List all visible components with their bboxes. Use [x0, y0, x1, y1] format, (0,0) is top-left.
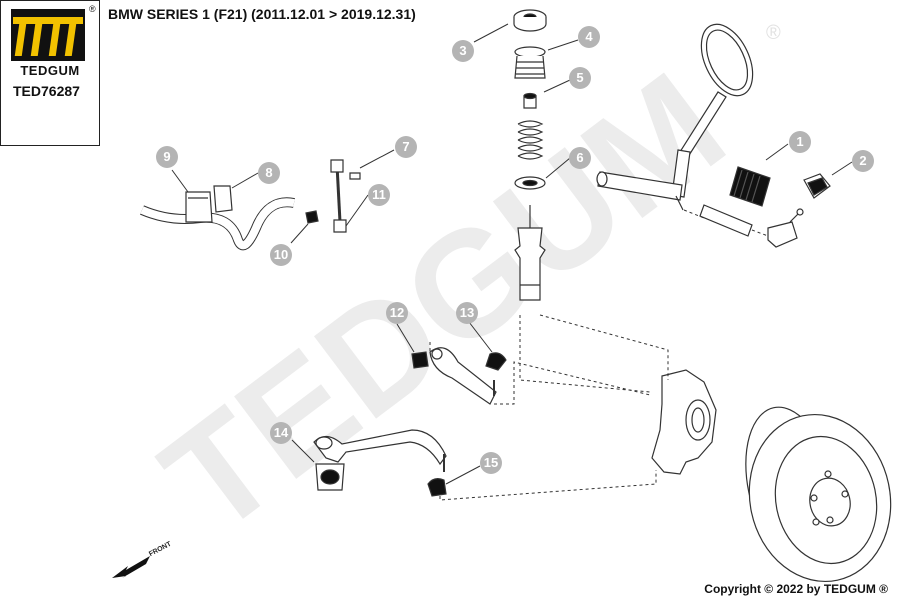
brand-name: TEDGUM	[20, 63, 80, 78]
tedgum-logo-icon	[11, 9, 85, 61]
watermark-reg-mark: ®	[766, 22, 781, 44]
assembly-lines	[429, 209, 769, 501]
leader-lines	[171, 23, 853, 485]
control-arm	[313, 429, 447, 497]
callout-5: 5	[569, 67, 591, 89]
stabilizer-link	[330, 159, 361, 233]
copyright: Copyright © 2022 by TEDGUM ®	[704, 582, 888, 596]
logo-reg-mark: ®	[89, 4, 96, 14]
steering-boot	[729, 166, 771, 207]
callout-9: 9	[156, 146, 178, 168]
steering-wheel	[596, 23, 754, 211]
wishbone-arm	[411, 347, 507, 405]
callout-10: 10	[270, 244, 292, 266]
tie-rod	[699, 204, 804, 248]
stabilizer-bar	[140, 185, 319, 251]
wheel	[745, 406, 892, 583]
callout-13: 13	[456, 302, 478, 324]
callout-4: 4	[578, 26, 600, 48]
diagram-title: BMW SERIES 1 (F21) (2011.12.01 > 2019.12…	[108, 6, 416, 22]
callout-6: 6	[569, 147, 591, 169]
callout-8: 8	[258, 162, 280, 184]
callout-15: 15	[480, 452, 502, 474]
callout-12: 12	[386, 302, 408, 324]
callout-2: 2	[852, 150, 874, 172]
callout-1: 1	[789, 131, 811, 153]
callout-11: 11	[368, 184, 390, 206]
front-arrow	[112, 556, 150, 578]
callout-7: 7	[395, 136, 417, 158]
steering-knuckle	[651, 369, 717, 475]
brand-logo-box: ® TEDGUM TED76287	[0, 0, 100, 146]
callout-3: 3	[452, 40, 474, 62]
strut-assembly	[513, 9, 547, 301]
part-code: TED76287	[13, 83, 80, 99]
tie-rod-end-boot	[803, 173, 831, 199]
callout-14: 14	[270, 422, 292, 444]
